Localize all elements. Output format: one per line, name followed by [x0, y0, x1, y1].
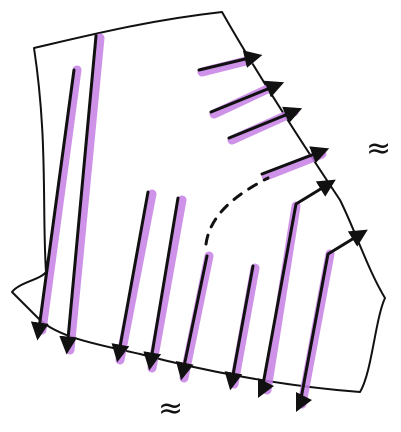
shape-outline: [11, 11, 386, 393]
arrow-down-4: [143, 196, 180, 371]
arrow-down-1: [30, 68, 76, 341]
arrow-down-2: [59, 34, 98, 355]
highlight-strokes: [37, 33, 335, 409]
arrow-right-3: [227, 106, 303, 140]
arrow-bent-1: [260, 179, 336, 392]
arrow-down-5: [175, 254, 209, 381]
arrow-bent-2-tail: [295, 391, 313, 413]
arrow-right-4: [260, 146, 330, 176]
arrow-bent-2: [298, 229, 368, 406]
arrow-bent-1-tail: [257, 377, 275, 399]
down-arrows: [30, 34, 255, 391]
arrow-down-3: [111, 190, 150, 363]
wave-mark-right: ≈: [366, 131, 391, 166]
arrow-down-6: [224, 264, 255, 391]
arrow-right-1: [197, 50, 263, 72]
upper-right-arrows: [197, 50, 330, 176]
arrow-right-2: [209, 80, 285, 114]
bent-arrows: [257, 179, 368, 413]
dashed-curve: [204, 176, 270, 246]
wave-mark-bottom: ≈: [158, 391, 183, 426]
